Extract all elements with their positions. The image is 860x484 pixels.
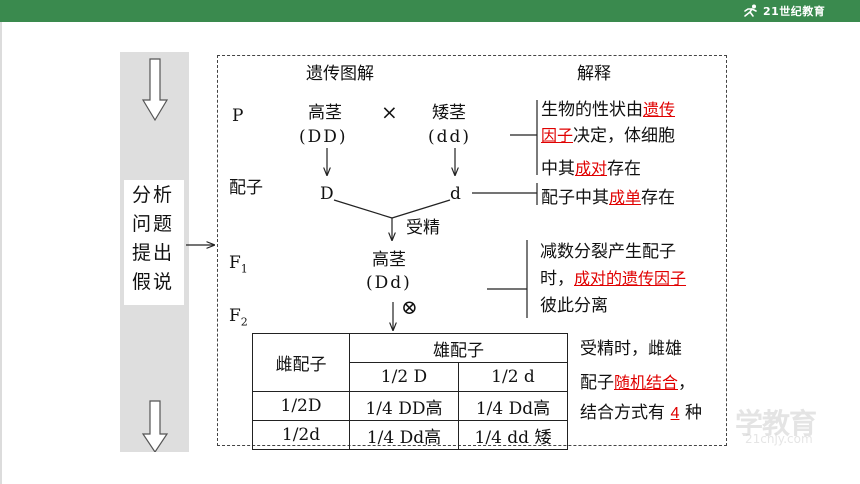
down-arrow-icon xyxy=(141,400,169,452)
genotype-dd: (dd) xyxy=(428,127,472,147)
row-label-f2-main: F xyxy=(229,306,241,326)
step-line: 分析 xyxy=(132,184,175,206)
col-header-explanation: 解释 xyxy=(577,64,611,84)
genotype-DD: (DD) xyxy=(299,127,348,147)
answer-blank: 随机结合 xyxy=(614,375,679,392)
punnett-table: 雌配子 雄配子 1/2 D 1/2 d 1/2D 1/4 DD高 1/4 Dd高… xyxy=(252,333,568,450)
offspring-cell: 1/4 DD高 xyxy=(349,391,459,421)
watermark-text: 学教育 xyxy=(735,407,817,440)
offspring-cell: 1/4 dd 矮 xyxy=(458,420,568,450)
step-line: 提出 xyxy=(132,242,175,264)
site-logo[interactable]: 21世纪教育 xyxy=(742,3,825,19)
answer-blank: 4 xyxy=(670,405,680,422)
female-gamete-header: 雌配子 xyxy=(252,333,350,392)
f1-genotype: (Dd) xyxy=(366,273,412,293)
row-label-f2: F2 xyxy=(229,306,248,332)
explanation-4-line-2: 配子随机结合， xyxy=(580,373,696,393)
offspring-cell: 1/4 Dd高 xyxy=(458,391,568,421)
step-line: 假说 xyxy=(132,271,175,293)
watermark-url: 21cnjy.com xyxy=(745,432,813,446)
explanation-1-line-2: 因子决定，体细胞 xyxy=(541,126,676,146)
row-label-f2-sub: 2 xyxy=(240,315,248,329)
male-gamete-header: 雄配子 xyxy=(349,333,568,363)
explanation-3-line-2: 时，成对的遗传因子 xyxy=(540,269,687,289)
row-label-f1-sub: 1 xyxy=(240,262,248,276)
gamete-D: D xyxy=(320,184,334,204)
step-line: 问题 xyxy=(132,213,175,235)
explanation-1-line-3: 中其成对存在 xyxy=(541,159,642,179)
down-arrow-icon xyxy=(141,58,169,122)
row-label-f1: F1 xyxy=(229,253,248,279)
explanation-4-line-1: 受精时，雌雄 xyxy=(580,339,682,359)
male-gamete-D: 1/2 D xyxy=(349,362,459,392)
step-label-box: 分析 问题 提出 假说 xyxy=(124,180,184,305)
answer-blank: 因子 xyxy=(541,128,574,145)
female-gamete: 1/2d xyxy=(252,420,350,450)
gamete-d: d xyxy=(450,184,461,204)
answer-blank: 成对的遗传因子 xyxy=(574,271,687,288)
answer-blank: 成单 xyxy=(609,190,642,207)
selfing-symbol: ⊗ xyxy=(401,295,418,319)
parent-tall: 高茎 xyxy=(308,103,342,123)
row-label-gamete: 配子 xyxy=(229,178,263,198)
male-gamete-d: 1/2 d xyxy=(458,362,568,392)
answer-blank: 遗传 xyxy=(643,102,676,119)
row-label-p: P xyxy=(232,106,244,126)
cross-symbol: × xyxy=(381,100,398,124)
f1-phenotype: 高茎 xyxy=(372,250,406,270)
explanation-2: 配子中其成单存在 xyxy=(541,188,676,208)
slide-edge xyxy=(0,22,2,484)
fertilization-label: 受精 xyxy=(406,218,440,238)
col-header-diagram: 遗传图解 xyxy=(306,64,374,84)
explanation-3-line-1: 减数分裂产生配子 xyxy=(540,242,676,262)
table-row: 1/2d 1/4 Dd高 1/4 dd 矮 xyxy=(252,420,568,450)
runner-icon xyxy=(744,4,757,17)
parent-short: 矮茎 xyxy=(432,103,466,123)
top-banner xyxy=(0,0,860,22)
female-gamete: 1/2D xyxy=(252,391,350,421)
answer-blank: 成对 xyxy=(575,161,608,178)
logo-text: 21世纪教育 xyxy=(763,5,826,18)
row-label-f1-main: F xyxy=(229,253,241,273)
table-row: 1/2D 1/4 DD高 1/4 Dd高 xyxy=(252,391,568,421)
explanation-1-line-1: 生物的性状由遗传 xyxy=(541,100,676,120)
explanation-3-line-3: 彼此分离 xyxy=(540,296,608,316)
offspring-cell: 1/4 Dd高 xyxy=(349,420,459,450)
